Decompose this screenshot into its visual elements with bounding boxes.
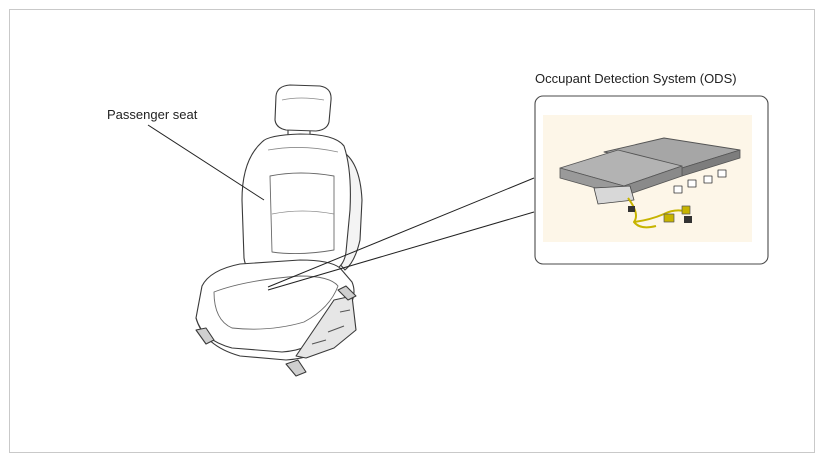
callout-line-upper <box>267 177 535 288</box>
passenger-seat-label: Passenger seat <box>107 107 198 122</box>
ods-sensor-mat-illustration <box>559 137 741 229</box>
ods-label: Occupant Detection System (ODS) <box>535 71 737 86</box>
passenger-seat-illustration <box>195 84 363 377</box>
callout-line-lower <box>267 211 535 291</box>
passenger-seat-leader-line <box>147 124 265 201</box>
